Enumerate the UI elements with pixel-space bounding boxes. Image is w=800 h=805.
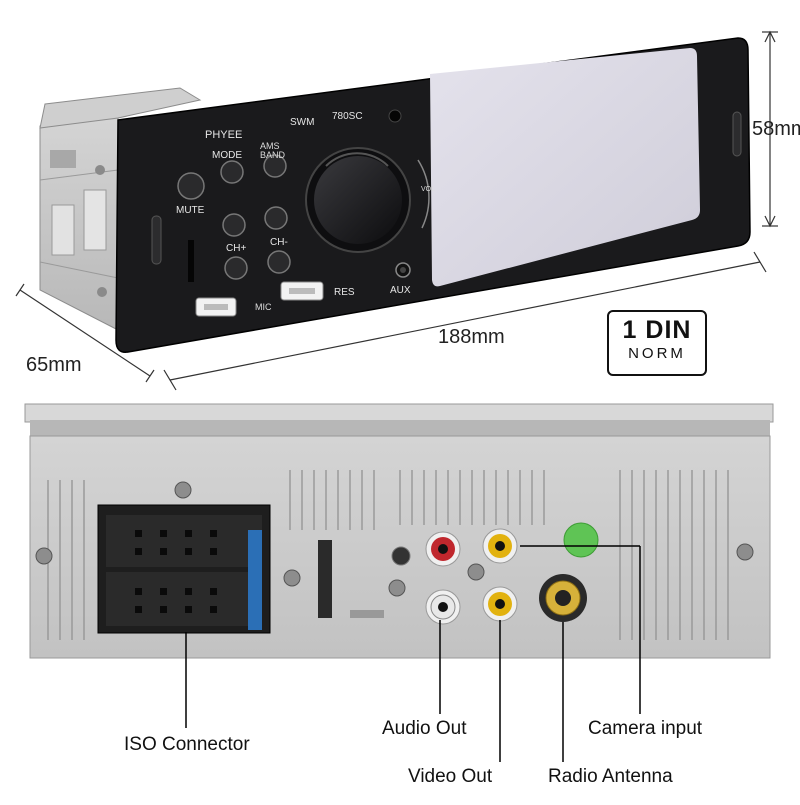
din-badge-bottom: NORM [628, 345, 686, 362]
din-badge-top: 1 DIN [622, 316, 692, 344]
model-prefix-label: SWM [290, 117, 315, 128]
right-slot [732, 111, 742, 157]
din-badge: 1 DIN NORM [607, 310, 707, 376]
mute-button [177, 172, 205, 200]
ir-sensor [388, 109, 402, 123]
rear-screws [35, 481, 754, 597]
callout-lines [185, 545, 641, 762]
radio-antenna-jack [539, 574, 587, 622]
video-out-label: Video Out [408, 766, 493, 787]
dimension-lines [15, 30, 778, 391]
mute-label: MUTE [176, 205, 205, 216]
volume-knob [314, 156, 402, 244]
display-screen [430, 48, 700, 287]
ams-band-label: AMS BAND [260, 141, 286, 160]
audio-out-label: Audio Out [382, 718, 467, 739]
iso-connector [97, 504, 271, 634]
mic-label: MIC [255, 302, 272, 312]
height-dimension: 58mm [752, 118, 800, 140]
ch-minus-label: CH- [270, 237, 288, 248]
iso-connector-label: ISO Connector [124, 734, 250, 755]
rca-camera-yellow [482, 528, 518, 564]
aux-label: AUX [390, 285, 411, 296]
rca-audio-white [425, 589, 461, 625]
camera-input-label: Camera input [588, 718, 703, 739]
rear-vents [47, 470, 729, 640]
side-chassis [39, 87, 202, 331]
ch-plus-label: CH+ [226, 243, 247, 254]
radio-antenna-label: Radio Antenna [548, 766, 673, 787]
vol-scale [417, 159, 430, 229]
brand-label: PHYEE [205, 129, 243, 141]
rca-video-yellow [482, 586, 518, 622]
width-dimension: 188mm [438, 326, 505, 348]
rear-top-edge [24, 403, 774, 423]
depth-dimension: 65mm [26, 354, 82, 376]
rca-audio-red [425, 531, 461, 567]
vol-label: VOL [421, 186, 436, 193]
green-sticker [563, 522, 599, 558]
panel-buttons [177, 109, 411, 282]
model-label: 780SC [332, 111, 363, 122]
mode-label: MODE [212, 150, 242, 161]
res-label: RES [334, 287, 355, 298]
left-slot [151, 215, 162, 265]
